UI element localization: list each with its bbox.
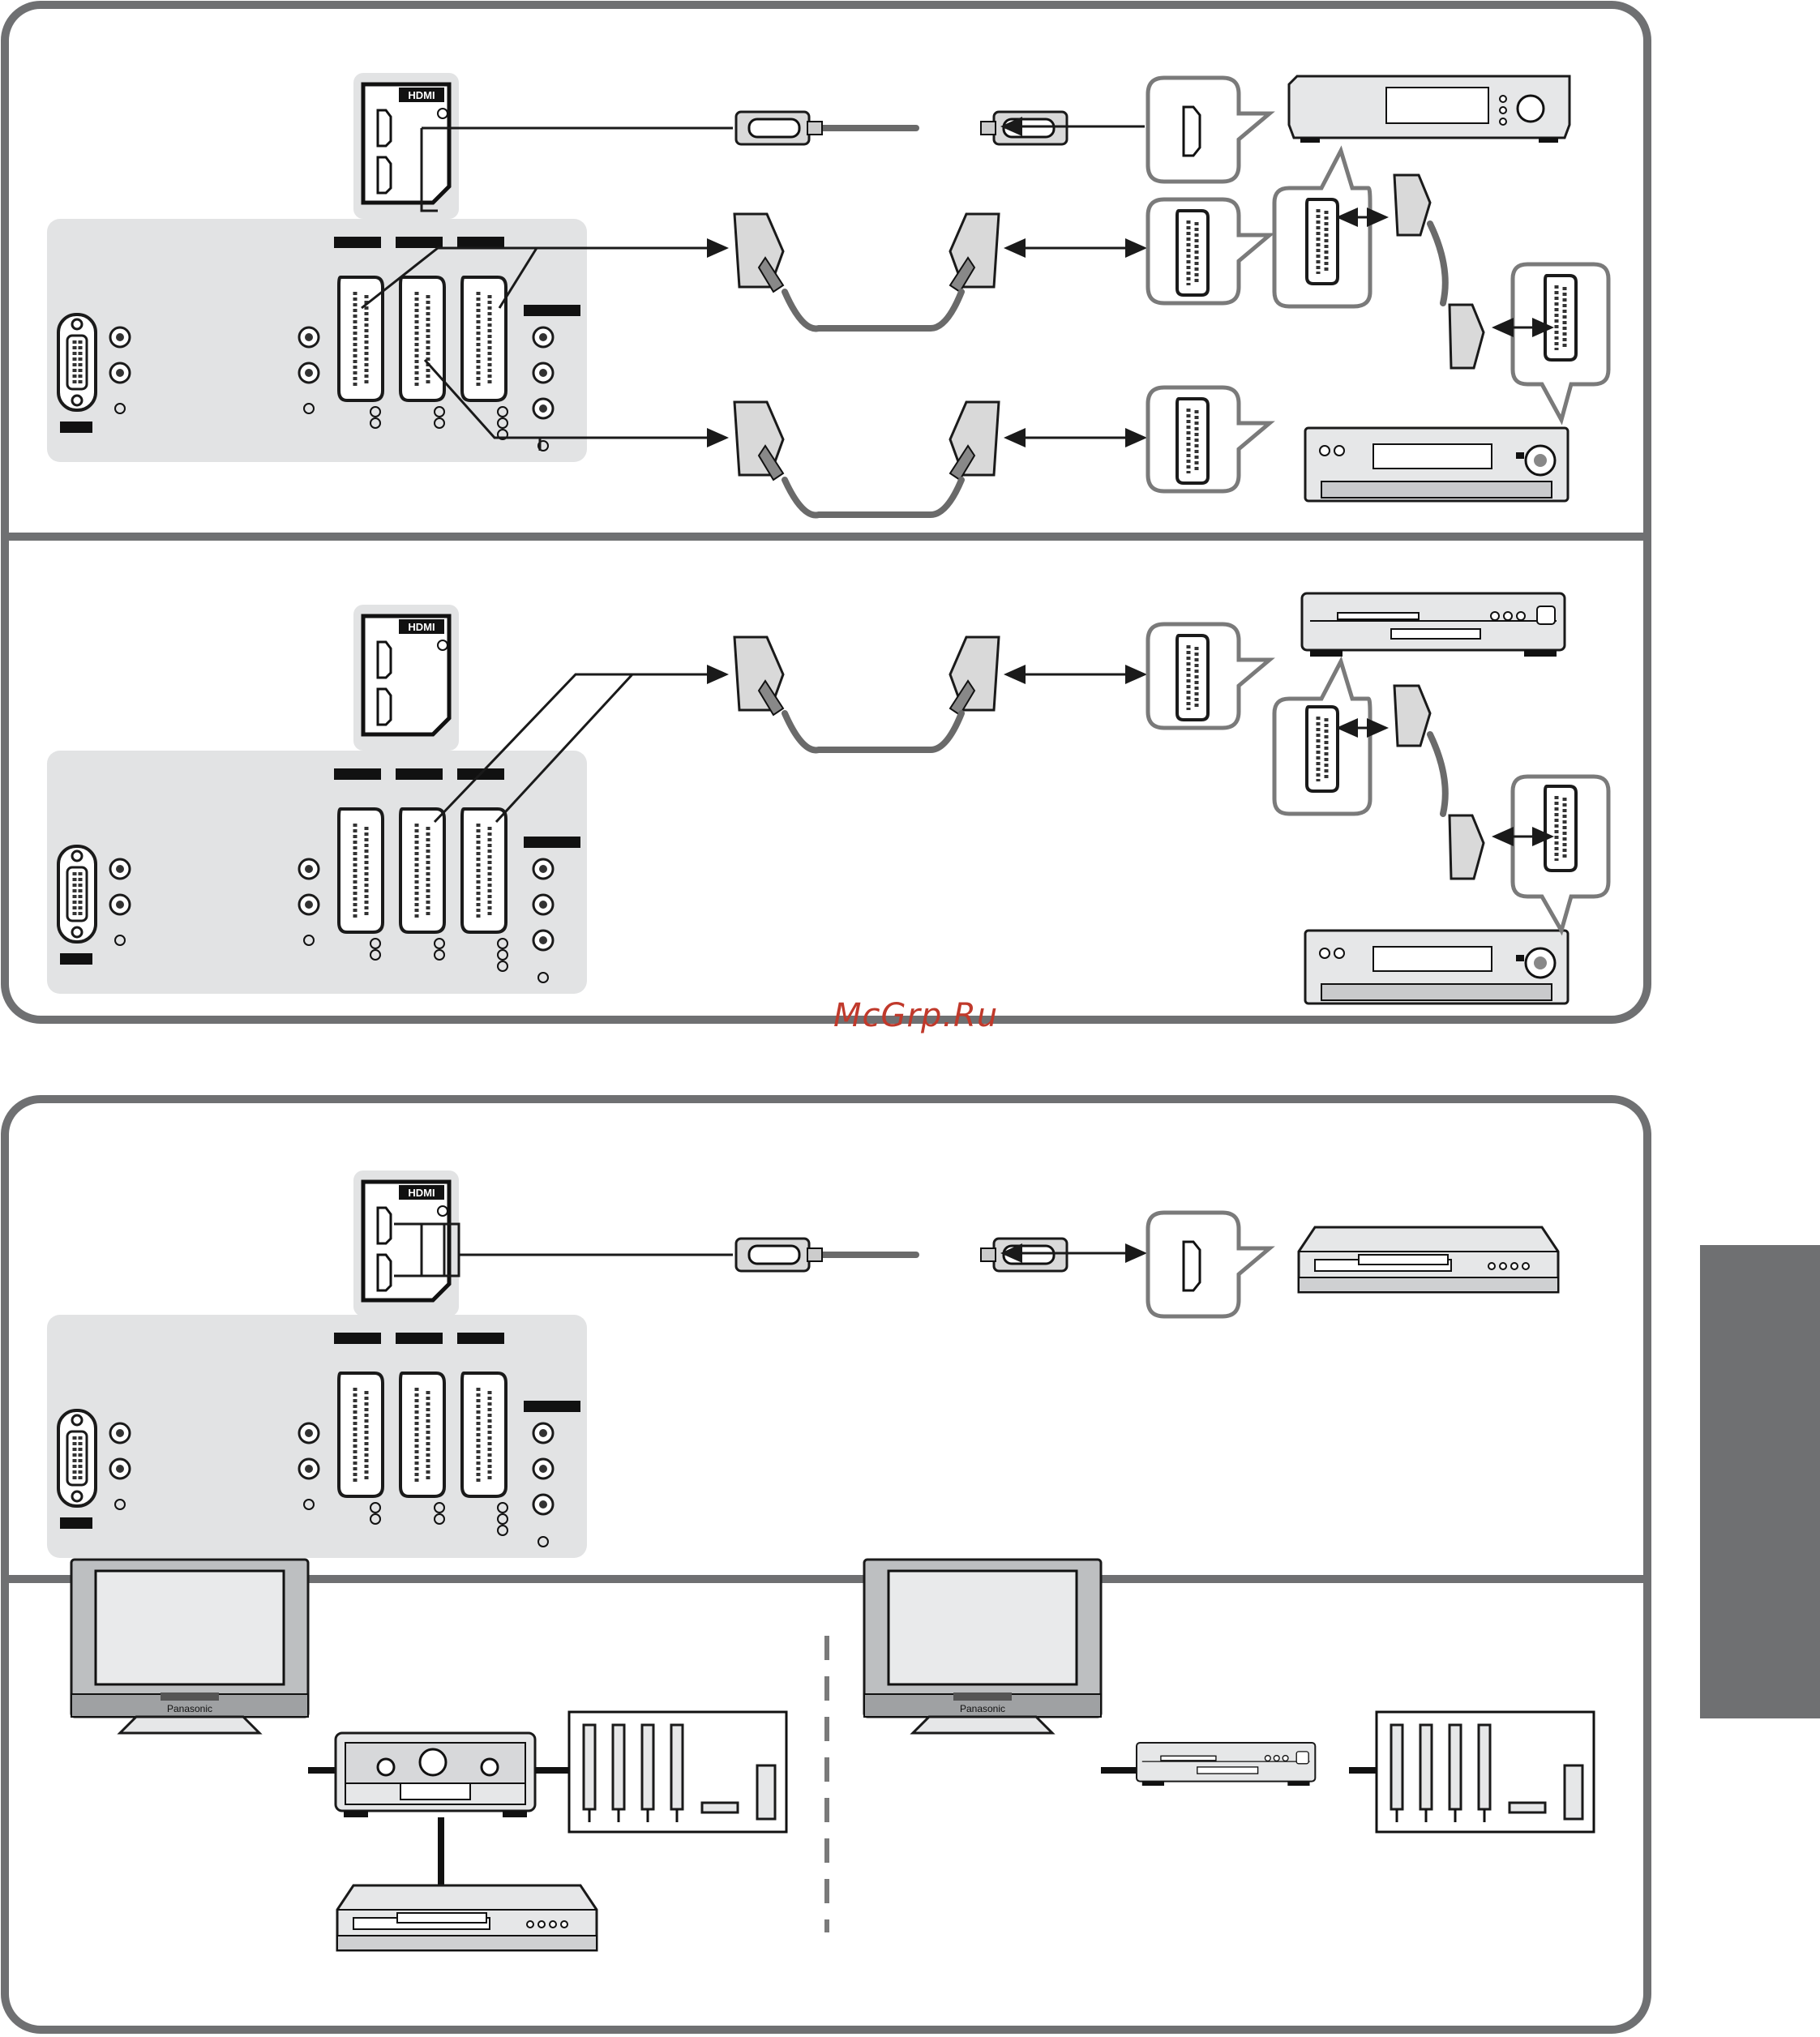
dvd-recorder [1302,593,1565,657]
tv-brand-label: Panasonic [167,1703,212,1714]
hdmi-plug-left [736,112,822,144]
speaker-system-right [1377,1712,1594,1832]
tv-brand-label: Panasonic [960,1703,1005,1714]
hdmi-plug-right [981,112,1067,144]
tv-jack-panel [47,751,587,994]
watermark: McGrp.Ru [833,997,998,1034]
hdmi-plug-right [981,1239,1067,1271]
dvd-player [1299,1227,1558,1292]
dvd-player [337,1885,597,1950]
dvd-recorder [1137,1743,1315,1786]
hdmi-plug-left [736,1239,822,1271]
section-side-tab [1700,1245,1820,1718]
vcr [1305,931,1568,1004]
tv-jack-panel [47,219,587,462]
av-amplifier [336,1733,535,1817]
vcr [1305,428,1568,501]
hdmi-port-bay [353,73,459,219]
tv-jack-panel [47,1315,587,1558]
hdmi-port-bay [353,605,459,751]
speaker-system-left [569,1712,786,1832]
set-top-box [1289,76,1569,143]
